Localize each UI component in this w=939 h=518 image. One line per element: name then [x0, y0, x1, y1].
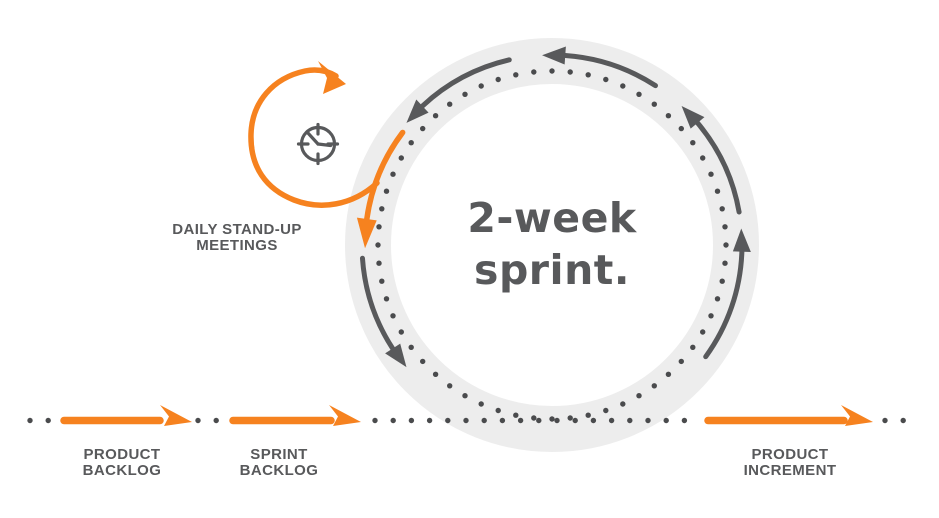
loop-arrowhead — [318, 61, 346, 94]
cycle-arrow — [703, 249, 745, 360]
cycle-arrowhead — [681, 106, 705, 129]
timeline-dotted-line — [27, 417, 906, 424]
clock-hour-hand — [305, 130, 320, 146]
cycle-arrow — [562, 52, 658, 89]
sprint-backlog-arrow — [229, 405, 361, 426]
cycle-arrow — [419, 57, 512, 109]
loop-curve — [248, 67, 380, 208]
sprint-backlog-label: SPRINT BACKLOG — [239, 446, 319, 479]
daily-standup-loop-arrow — [248, 61, 380, 208]
cycle-arrowhead — [542, 46, 566, 65]
sprint-title: 2-week sprint. — [467, 192, 636, 296]
product-increment-arrow — [704, 405, 873, 426]
cycle-arrow-arcs — [359, 46, 751, 368]
timeline-arrows — [60, 405, 873, 426]
cycle-arrowhead — [385, 343, 407, 368]
product-increment-label: PRODUCT INCREMENT — [743, 446, 837, 479]
clock-minute-hand — [316, 142, 333, 148]
cycle-arrow — [695, 120, 742, 215]
standup-cycle-arc — [356, 129, 406, 249]
product-backlog-arrow — [60, 405, 192, 426]
standup-arc-arrowhead — [356, 217, 377, 249]
sprint-title-line1: 2-week — [467, 194, 637, 242]
cycle-arrowhead — [732, 228, 751, 252]
product-backlog-label: PRODUCT BACKLOG — [82, 446, 162, 479]
sprint-dotted-circle — [375, 68, 729, 422]
sprint-title-line2: sprint. — [474, 246, 630, 294]
cycle-arrowhead — [406, 99, 429, 123]
daily-standup-label: DAILY STAND-UP MEETINGS — [172, 221, 302, 254]
cycle-arrow — [359, 255, 396, 351]
clock-icon — [296, 122, 340, 166]
